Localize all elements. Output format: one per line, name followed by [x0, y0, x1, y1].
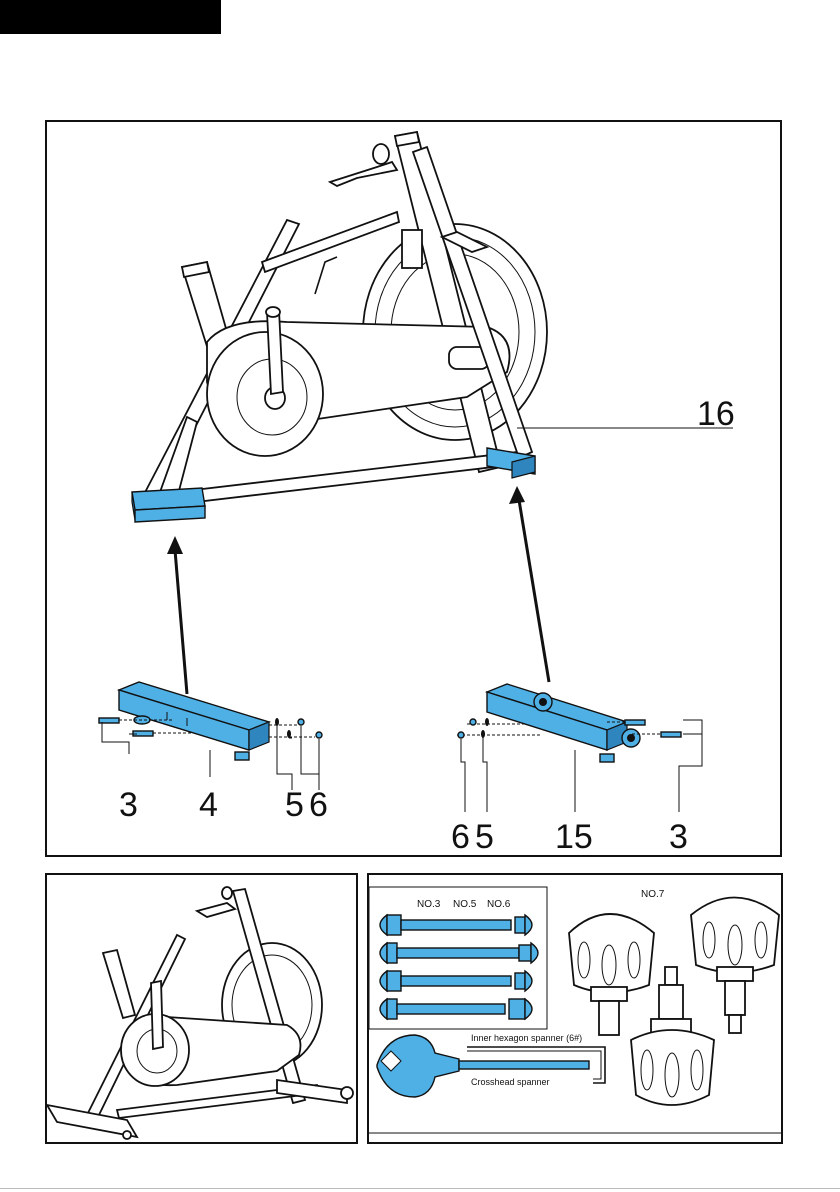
hardware-label-no6: NO.6 — [487, 899, 511, 910]
callout-6-left: 6 — [309, 786, 328, 824]
callout-3-left: 3 — [119, 786, 138, 824]
assembly-arrow-front — [167, 536, 187, 694]
callout-6-right: 6 — [451, 818, 470, 856]
assembled-bike-panel — [45, 873, 358, 1144]
hardware-label-no3: NO.3 — [417, 899, 441, 910]
knob-label-no7: NO.7 — [641, 889, 665, 900]
assembled-bike-diagram — [47, 875, 358, 1144]
hardware-parts-diagram: NO.3 NO.5 NO.6 — [369, 875, 783, 1144]
callout-15: 15 — [555, 818, 593, 856]
callout-5-right: 5 — [475, 818, 494, 856]
rear-stabilizer — [487, 684, 640, 762]
callout-5-left: 5 — [285, 786, 304, 824]
callout-3-right: 3 — [669, 818, 688, 856]
callout-4: 4 — [199, 786, 218, 824]
hardware-parts-panel: NO.3 NO.5 NO.6 — [367, 873, 783, 1144]
inner-hex-spanner-label: Inner hexagon spanner (6#) — [471, 1033, 582, 1043]
front-bracket — [132, 488, 205, 522]
hardware-label-no5: NO.5 — [453, 899, 477, 910]
assembly-diagram-panel: 16 3 4 5 6 — [45, 120, 782, 857]
page-bottom-rule — [0, 1188, 840, 1189]
assembly-arrow-rear — [509, 486, 549, 682]
callout-16: 16 — [697, 395, 735, 433]
hex-bolt-set — [380, 915, 538, 1019]
assembly-diagram: 16 3 4 5 6 — [47, 122, 782, 857]
front-stabilizer — [119, 682, 269, 760]
spanner-tool — [377, 1035, 589, 1097]
crosshead-spanner-label: Crosshead spanner — [471, 1077, 550, 1087]
section-tab — [0, 0, 221, 34]
